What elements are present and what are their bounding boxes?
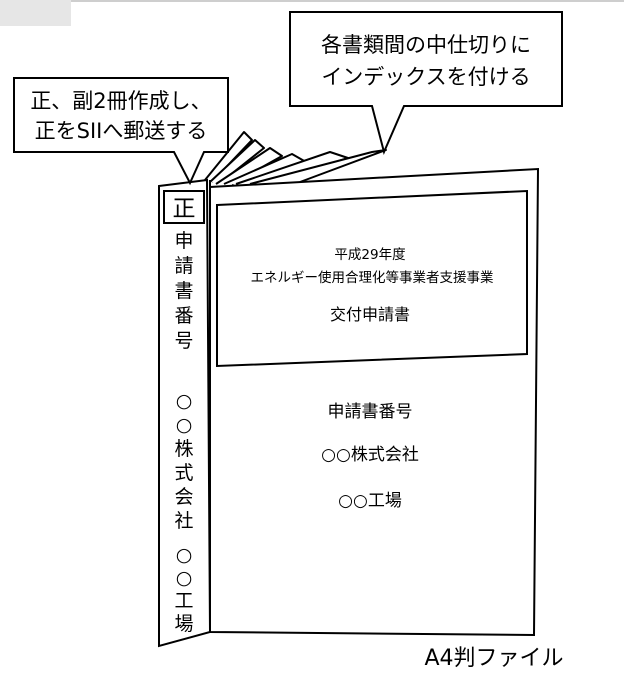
index-dividers (204, 131, 387, 185)
callout-index-line1: 各書類間の中仕切りに (321, 33, 531, 57)
spine-badge-box (163, 190, 205, 224)
spine-char: 株 (174, 438, 193, 460)
spine-char: 工 (174, 590, 193, 612)
spine-badge: 正 (173, 196, 196, 222)
callout-copies-line2: 正をSIIへ郵送する (35, 119, 208, 143)
spine-char: 申 (174, 230, 193, 252)
spine-char: ○ (176, 390, 193, 412)
callout-copies (13, 77, 229, 186)
spine-char: 式 (174, 462, 193, 484)
spine-char: 場 (174, 613, 193, 635)
callout-copies-line1: 正、副2冊作成し、 (30, 89, 211, 113)
cover-document-title: 交付申請書 (330, 305, 410, 324)
spine-char: ○ (176, 567, 193, 589)
divider-tab (249, 149, 387, 185)
spine-char: ○ (176, 414, 193, 436)
callout-index (289, 11, 563, 156)
spine-char: 番 (174, 305, 193, 327)
spine-char: 書 (174, 280, 193, 302)
spine-application-number: 申請書番号 (174, 230, 193, 352)
spine-char: 会 (174, 486, 193, 508)
callout-index-line2: インデックスを付ける (321, 65, 530, 89)
cover-label-box (216, 189, 528, 368)
cover-program-name: エネルギー使用合理化等事業者支援事業 (251, 269, 494, 286)
corner-tab (0, 0, 71, 26)
cover-factory: ○○工場 (338, 491, 402, 511)
file-size-caption: A4判ファイル (424, 646, 563, 671)
cover-fiscal-year: 平成29年度 (334, 247, 405, 263)
spine-char: 請 (174, 255, 193, 277)
spine-factory-name: ○○工場 (174, 544, 193, 635)
spine-char: 社 (174, 510, 193, 532)
spine-char: 号 (174, 330, 193, 352)
spine-company-name: ○○株式会社 (174, 390, 193, 532)
cover-company: ○○株式会社 (321, 445, 419, 465)
spine-char: ○ (176, 544, 193, 566)
cover-application-number: 申請書番号 (328, 402, 413, 422)
